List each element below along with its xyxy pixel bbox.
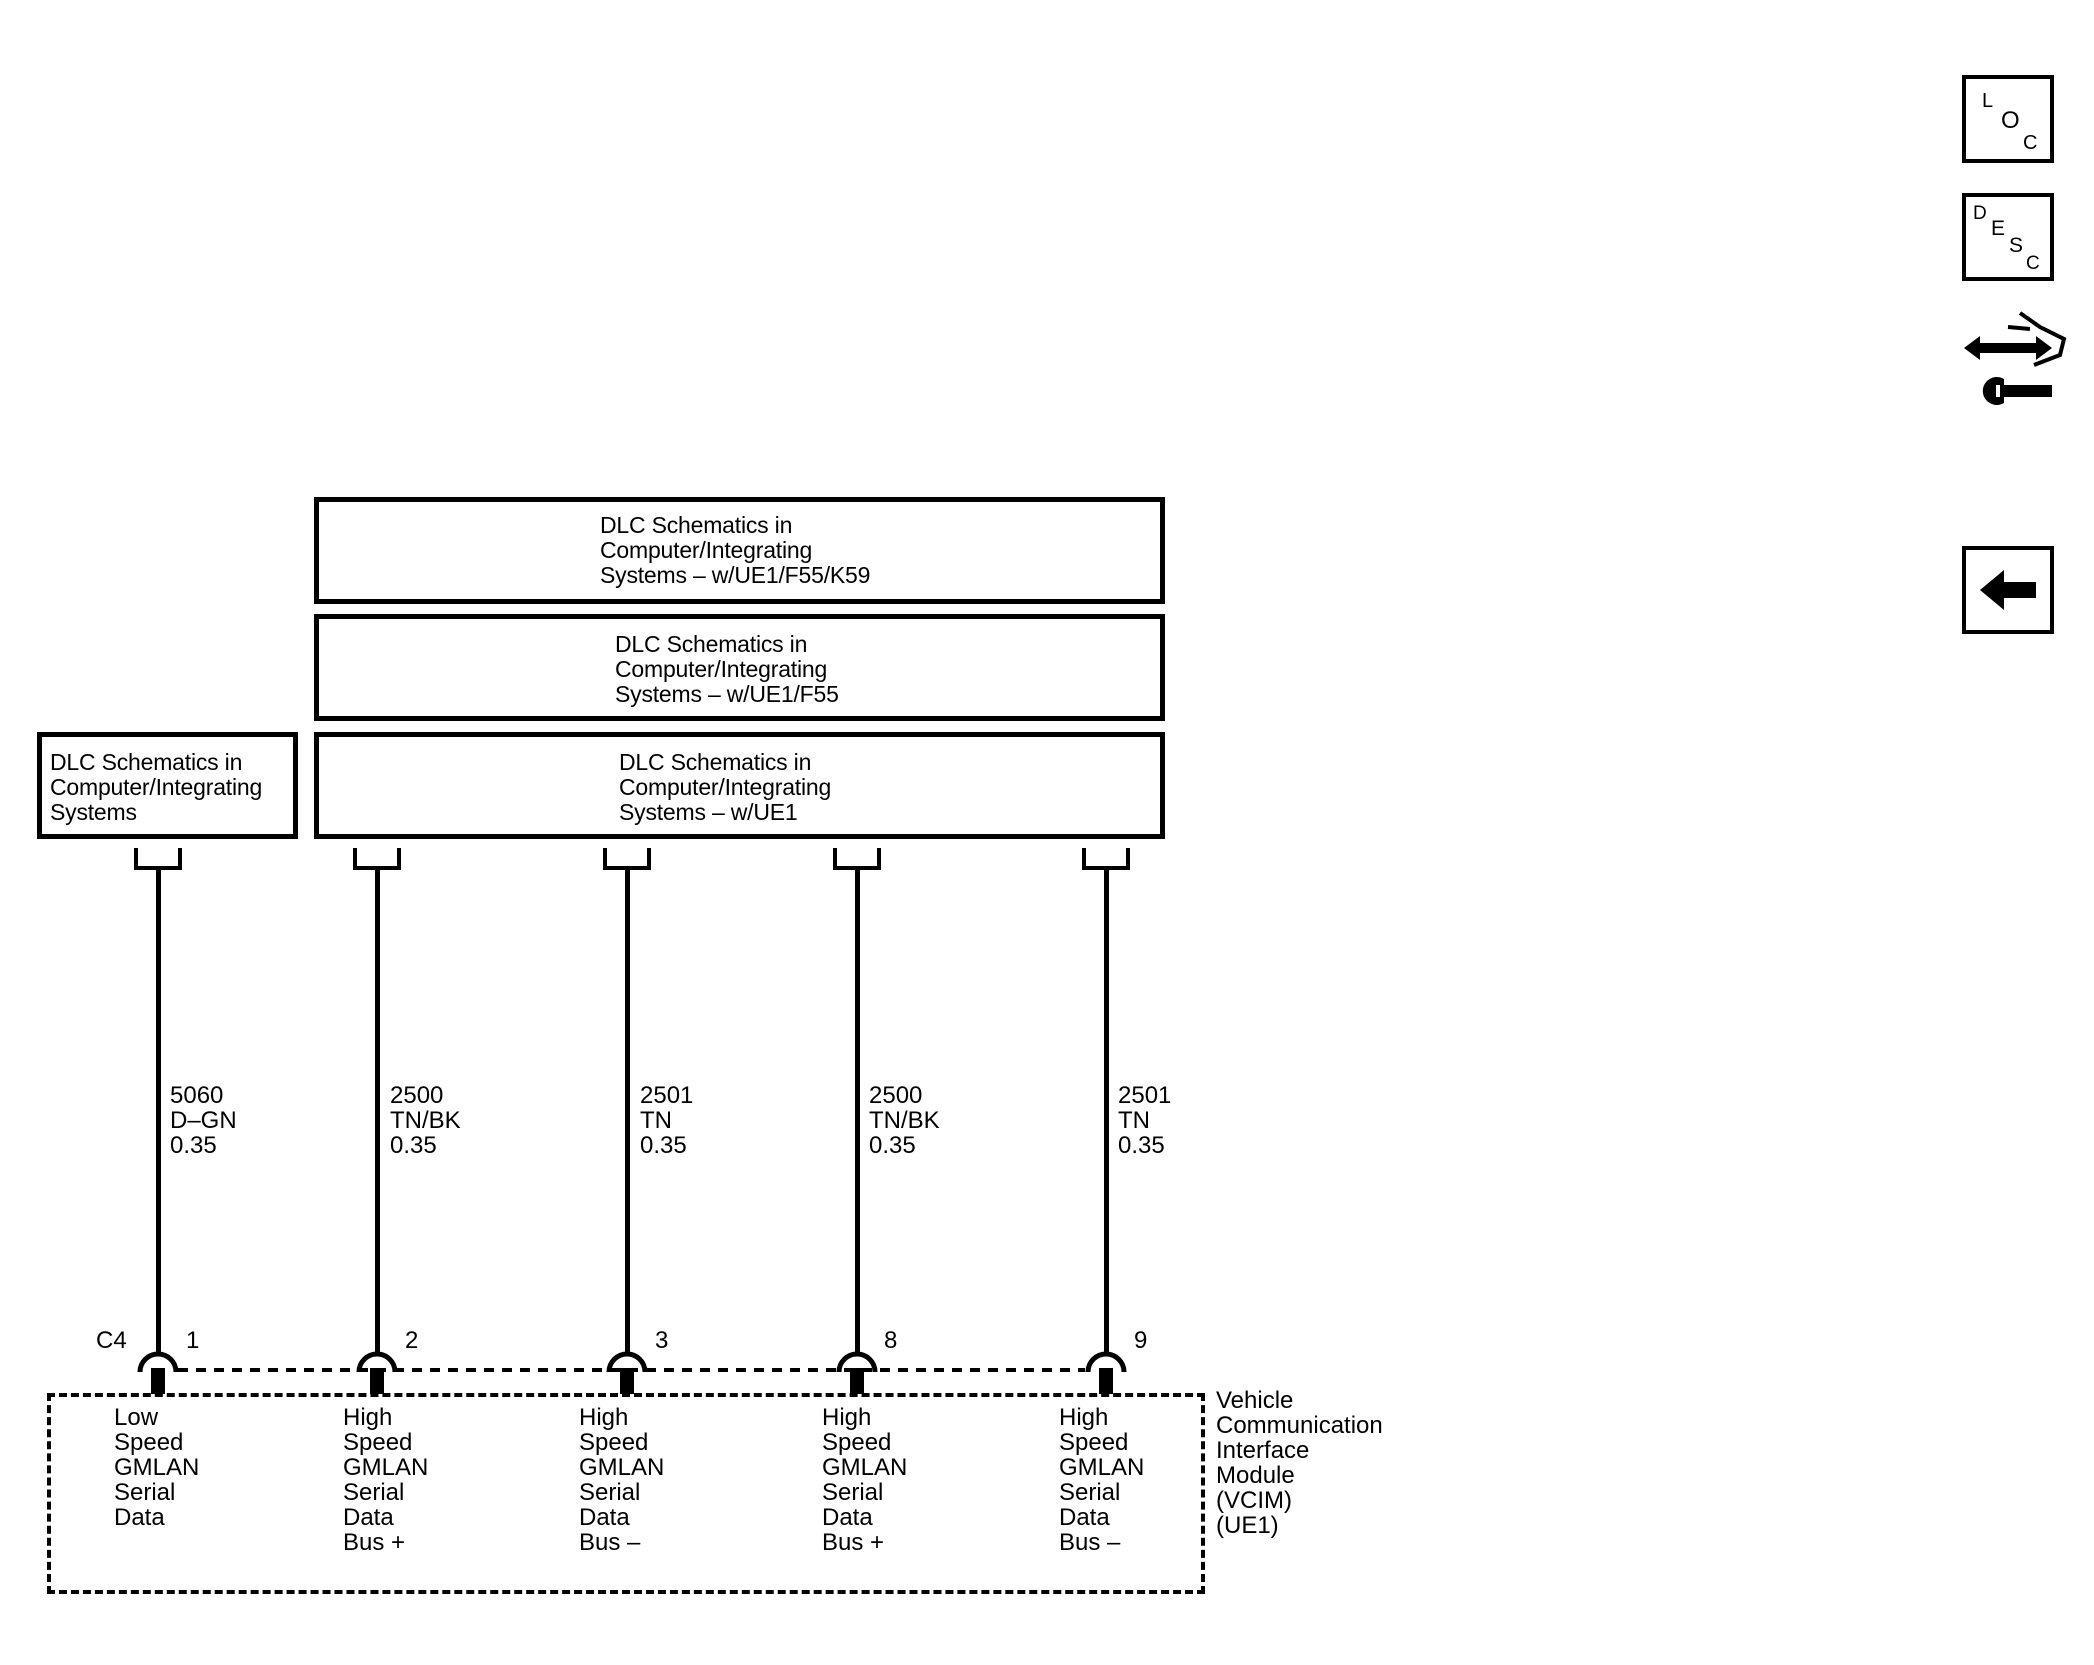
dlc-box-label: DLC Schematics in Computer/Integrating S…: [619, 749, 832, 825]
wire-connector-bracket: [353, 848, 401, 870]
wire-label: 5060 D–GN 0.35: [170, 1082, 237, 1159]
desc-icon[interactable]: D E S C: [1962, 193, 2054, 281]
desc-letter: S: [2009, 234, 2024, 257]
desc-letter: C: [2026, 253, 2040, 274]
connector-tool-icon[interactable]: [1960, 305, 2070, 415]
loc-icon[interactable]: L O C: [1962, 75, 2054, 163]
back-arrow-icon[interactable]: [1962, 546, 2054, 634]
pin-number: 9: [1134, 1327, 1148, 1354]
pin-number: 1: [186, 1327, 200, 1354]
wire-2500-a[interactable]: [375, 868, 380, 1353]
wire-connector-bracket: [603, 848, 651, 870]
loc-letter: L: [1982, 90, 1994, 112]
desc-letter: E: [1991, 217, 2006, 240]
pin-number: 2: [405, 1327, 419, 1354]
wire-connector-bracket: [1082, 848, 1130, 870]
loc-letter: C: [2023, 132, 2038, 154]
pin-number: 3: [655, 1327, 669, 1354]
dlc-box-label: DLC Schematics in Computer/Integrating S…: [50, 749, 263, 825]
dlc-box-label: DLC Schematics in Computer/Integrating S…: [600, 512, 871, 588]
dlc-box-ue1-f55-k59[interactable]: DLC Schematics in Computer/Integrating S…: [314, 497, 1165, 604]
vcim-module-box[interactable]: [47, 1393, 1205, 1594]
module-name: Vehicle Communication Interface Module (…: [1216, 1387, 1383, 1539]
wire-connector-bracket: [833, 848, 881, 870]
pin-function-label: Low Speed GMLAN Serial Data: [114, 1404, 200, 1531]
dlc-box-ue1[interactable]: DLC Schematics in Computer/Integrating S…: [314, 732, 1165, 839]
loc-letter: O: [2001, 107, 2020, 134]
wire-connector-bracket: [134, 848, 182, 870]
wire-label: 2500 TN/BK 0.35: [390, 1082, 461, 1159]
pin-function-label: High Speed GMLAN Serial Data Bus +: [822, 1404, 908, 1556]
pin-number: 8: [884, 1327, 898, 1354]
wire-2501-b[interactable]: [1104, 868, 1109, 1353]
wire-label: 2501 TN 0.35: [1118, 1082, 1172, 1159]
pin-function-label: High Speed GMLAN Serial Data Bus –: [1059, 1404, 1145, 1556]
wire-5060[interactable]: [156, 868, 161, 1353]
wire-label: 2501 TN 0.35: [640, 1082, 694, 1159]
back-arrow-glyph: [1980, 570, 2036, 610]
dlc-box-base[interactable]: DLC Schematics in Computer/Integrating S…: [37, 732, 298, 839]
connector-id: C4: [96, 1327, 127, 1354]
wire-label: 2500 TN/BK 0.35: [869, 1082, 940, 1159]
pin-function-label: High Speed GMLAN Serial Data Bus –: [579, 1404, 665, 1556]
dlc-box-ue1-f55[interactable]: DLC Schematics in Computer/Integrating S…: [314, 614, 1165, 721]
wire-2501-a[interactable]: [625, 868, 630, 1353]
pin-function-label: High Speed GMLAN Serial Data Bus +: [343, 1404, 429, 1556]
wire-2500-b[interactable]: [855, 868, 860, 1353]
desc-letter: D: [1973, 203, 1987, 224]
dlc-box-label: DLC Schematics in Computer/Integrating S…: [615, 631, 839, 707]
